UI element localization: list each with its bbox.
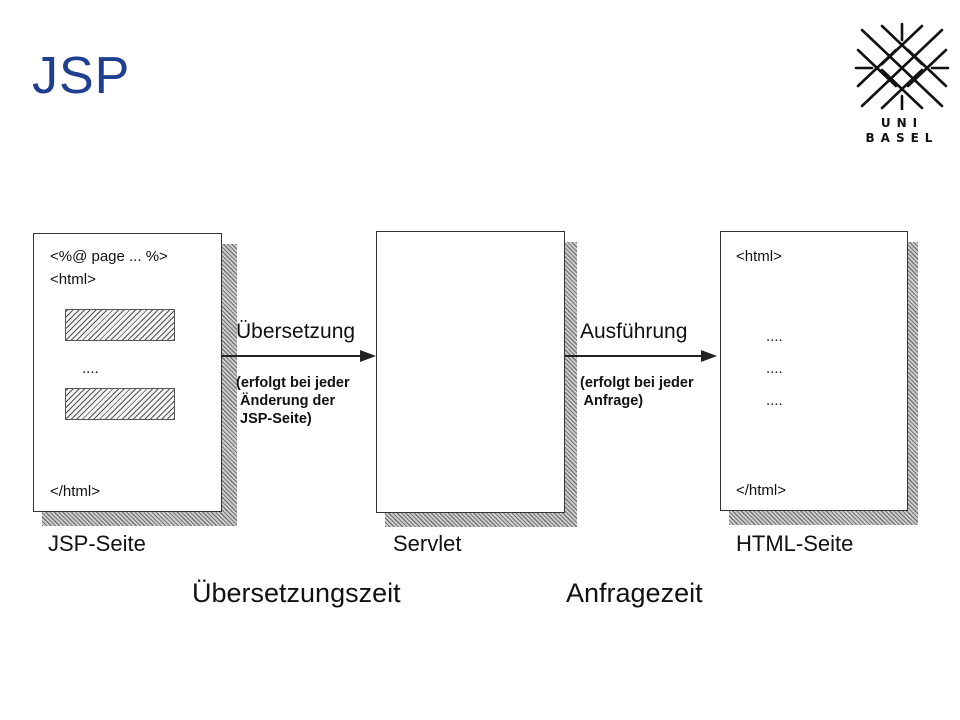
execution-note: (erfolgt bei jeder Anfrage) <box>580 375 694 409</box>
html-ellipsis-1: .... <box>766 328 783 345</box>
execution-label: Ausführung <box>580 320 688 343</box>
jsp-page: <%@ page ... %> <html> .... </html> <box>33 233 222 512</box>
html-page: <html> .... .... .... </html> <box>720 231 908 511</box>
jsp-html-close-line: </html> <box>50 483 101 500</box>
html-page-caption: HTML-Seite <box>736 531 854 556</box>
logo-text-basel: BASEL <box>865 131 939 145</box>
jsp-directive-line: <%@ page ... %> <box>50 248 168 265</box>
translation-arrow-icon <box>222 350 376 362</box>
jsp-html-open-line: <html> <box>50 271 96 288</box>
jsp-ellipsis: .... <box>82 360 99 377</box>
execution-arrow-icon <box>565 350 717 362</box>
jsp-code-block-1 <box>65 309 175 341</box>
jsp-code-block-2 <box>65 388 175 420</box>
html-ellipsis-2: .... <box>766 360 783 377</box>
basilisk-star-logo-icon <box>854 22 950 112</box>
translation-time-label: Übersetzungszeit <box>192 578 401 608</box>
translation-label: Übersetzung <box>236 320 356 343</box>
servlet-box <box>376 231 565 513</box>
uni-basel-logo: UNI BASEL <box>852 20 952 150</box>
logo-text-uni: UNI <box>880 116 924 130</box>
translation-note: (erfolgt bei jeder Änderung der JSP-Seit… <box>236 375 350 427</box>
slide-title: JSP <box>32 47 131 105</box>
html-open-line: <html> <box>736 248 782 265</box>
html-ellipsis-3: .... <box>766 392 783 409</box>
servlet-caption: Servlet <box>393 531 462 556</box>
html-close-line: </html> <box>736 482 787 499</box>
jsp-page-caption: JSP-Seite <box>48 531 146 556</box>
request-time-label: Anfragezeit <box>566 578 703 608</box>
